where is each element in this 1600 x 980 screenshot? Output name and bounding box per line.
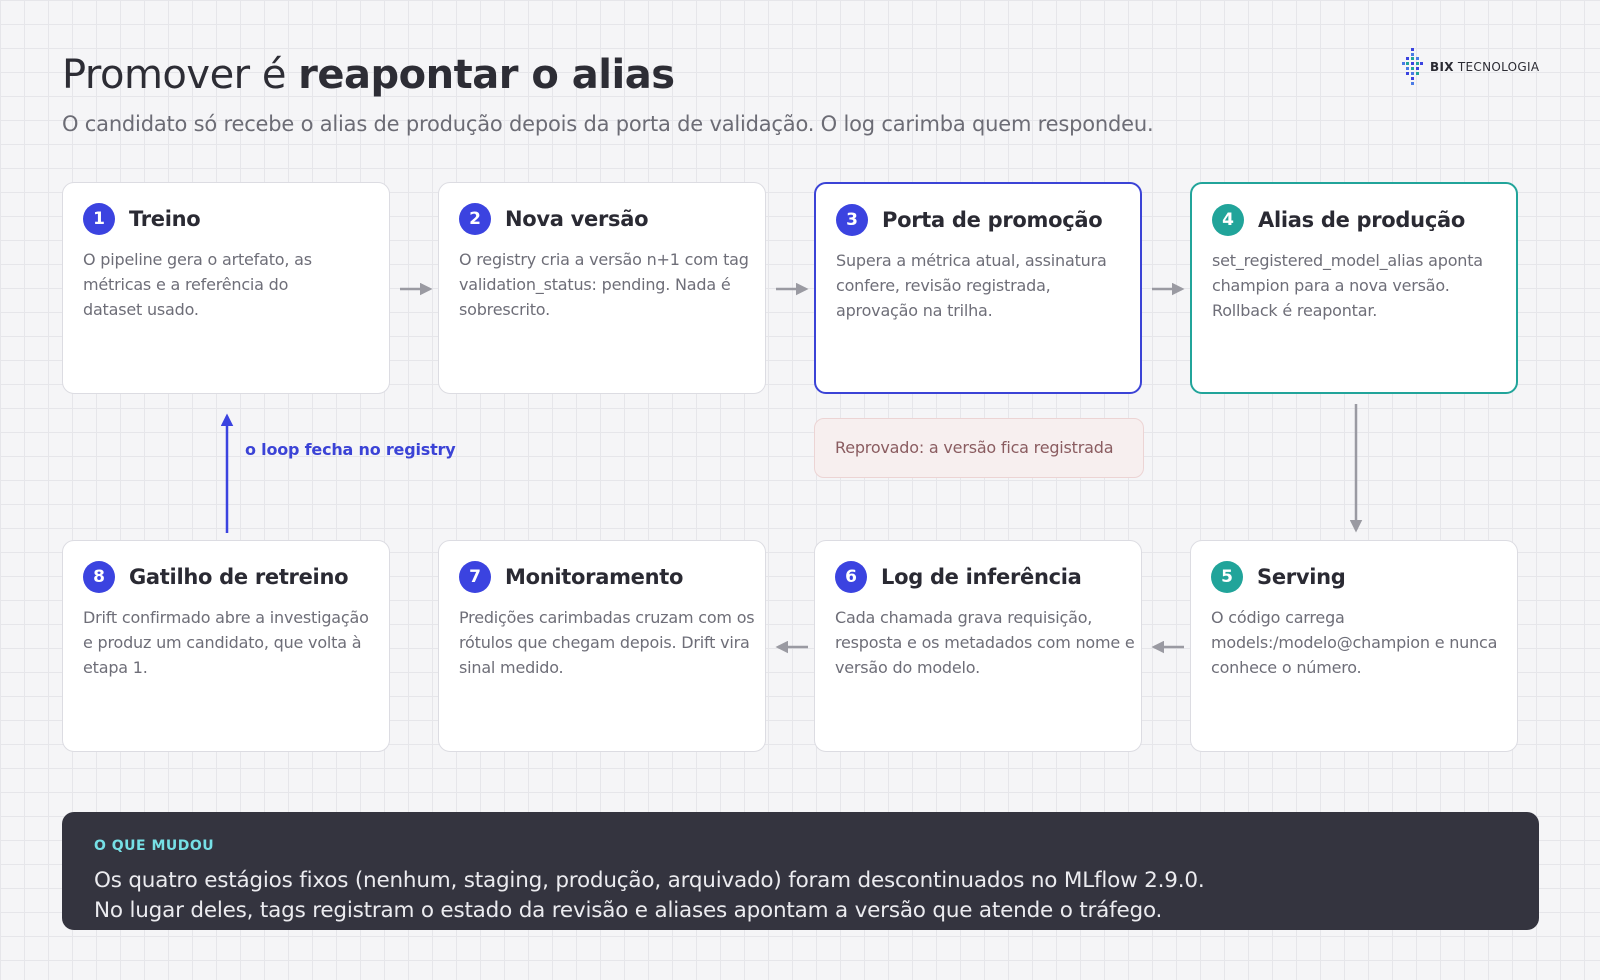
- step-card-gatilho-de-retreino: 8 Gatilho de retreino Drift confirmado a…: [62, 540, 390, 752]
- step-head: 5 Serving: [1211, 561, 1346, 593]
- what-changed-panel: O QUE MUDOU Os quatro estágios fixos (ne…: [62, 812, 1539, 930]
- step-title: Monitoramento: [505, 565, 684, 589]
- step-description: Drift confirmado abre a investigação e p…: [83, 608, 369, 677]
- step-card-log-de-inferencia: 6 Log de inferência Cada chamada grava r…: [814, 540, 1142, 752]
- what-changed-label: O QUE MUDOU: [94, 838, 215, 854]
- step-description: Predições carimbadas cruzam com os rótul…: [459, 608, 755, 677]
- step-number-badge: 7: [459, 561, 491, 593]
- page-title: Promover é reapontar o alias: [62, 52, 675, 98]
- step-number-badge: 2: [459, 203, 491, 235]
- step-head: 1 Treino: [83, 203, 201, 235]
- step-title: Alias de produção: [1258, 208, 1465, 232]
- step-number-badge: 3: [836, 204, 868, 236]
- step-number-badge: 5: [1211, 561, 1243, 593]
- step-card-porta-de-promocao: 3 Porta de promoção Supera a métrica atu…: [814, 182, 1142, 394]
- logo-suffix: TECNOLOGIA: [1457, 60, 1540, 74]
- step-number-badge: 6: [835, 561, 867, 593]
- step-description: Supera a métrica atual, assinatura confe…: [836, 251, 1107, 320]
- step-number-badge: 1: [83, 203, 115, 235]
- step-title: Log de inferência: [881, 565, 1082, 589]
- title-prefix: Promover é: [62, 52, 299, 98]
- logo-brand: BIX: [1430, 60, 1454, 74]
- rejected-note-text: Reprovado: a versão fica registrada: [835, 438, 1114, 457]
- step-description: O pipeline gera o artefato, as métricas …: [83, 250, 312, 319]
- step-head: 2 Nova versão: [459, 203, 649, 235]
- step-title: Serving: [1257, 565, 1346, 589]
- logo-text: BIX TECNOLOGIA: [1430, 60, 1539, 74]
- loop-label: o loop fecha no registry: [245, 440, 456, 459]
- bix-logo-icon: [1402, 48, 1423, 85]
- step-head: 6 Log de inferência: [835, 561, 1082, 593]
- step-card-monitoramento: 7 Monitoramento Predições carimbadas cru…: [438, 540, 766, 752]
- step-title: Treino: [129, 207, 201, 231]
- rejected-note: Reprovado: a versão fica registrada: [814, 418, 1144, 478]
- step-title: Porta de promoção: [882, 208, 1103, 232]
- page-subtitle: O candidato só recebe o alias de produçã…: [62, 112, 1154, 136]
- step-card-alias-de-producao: 4 Alias de produção set_registered_model…: [1190, 182, 1518, 394]
- step-number-badge: 8: [83, 561, 115, 593]
- step-description: O registry cria a versão n+1 com tag val…: [459, 250, 749, 319]
- step-head: 7 Monitoramento: [459, 561, 683, 593]
- step-title: Nova versão: [505, 207, 649, 231]
- step-title: Gatilho de retreino: [129, 565, 349, 589]
- step-card-treino: 1 Treino O pipeline gera o artefato, as …: [62, 182, 390, 394]
- step-head: 8 Gatilho de retreino: [83, 561, 349, 593]
- brand-logo: BIX TECNOLOGIA: [1402, 48, 1552, 86]
- step-number-badge: 4: [1212, 204, 1244, 236]
- what-changed-line-1: Os quatro estágios fixos (nenhum, stagin…: [94, 868, 1205, 893]
- what-changed-line-2: No lugar deles, tags registram o estado …: [94, 898, 1163, 923]
- step-head: 4 Alias de produção: [1212, 204, 1465, 236]
- step-card-nova-versao: 2 Nova versão O registry cria a versão n…: [438, 182, 766, 394]
- step-description: Cada chamada grava requisição, resposta …: [835, 608, 1135, 677]
- step-description: set_registered_model_alias aponta champi…: [1212, 251, 1483, 320]
- step-head: 3 Porta de promoção: [836, 204, 1103, 236]
- title-bold: reapontar o alias: [298, 52, 675, 98]
- step-card-serving: 5 Serving O código carrega models:/model…: [1190, 540, 1518, 752]
- step-description: O código carrega models:/modelo@champion…: [1211, 608, 1498, 677]
